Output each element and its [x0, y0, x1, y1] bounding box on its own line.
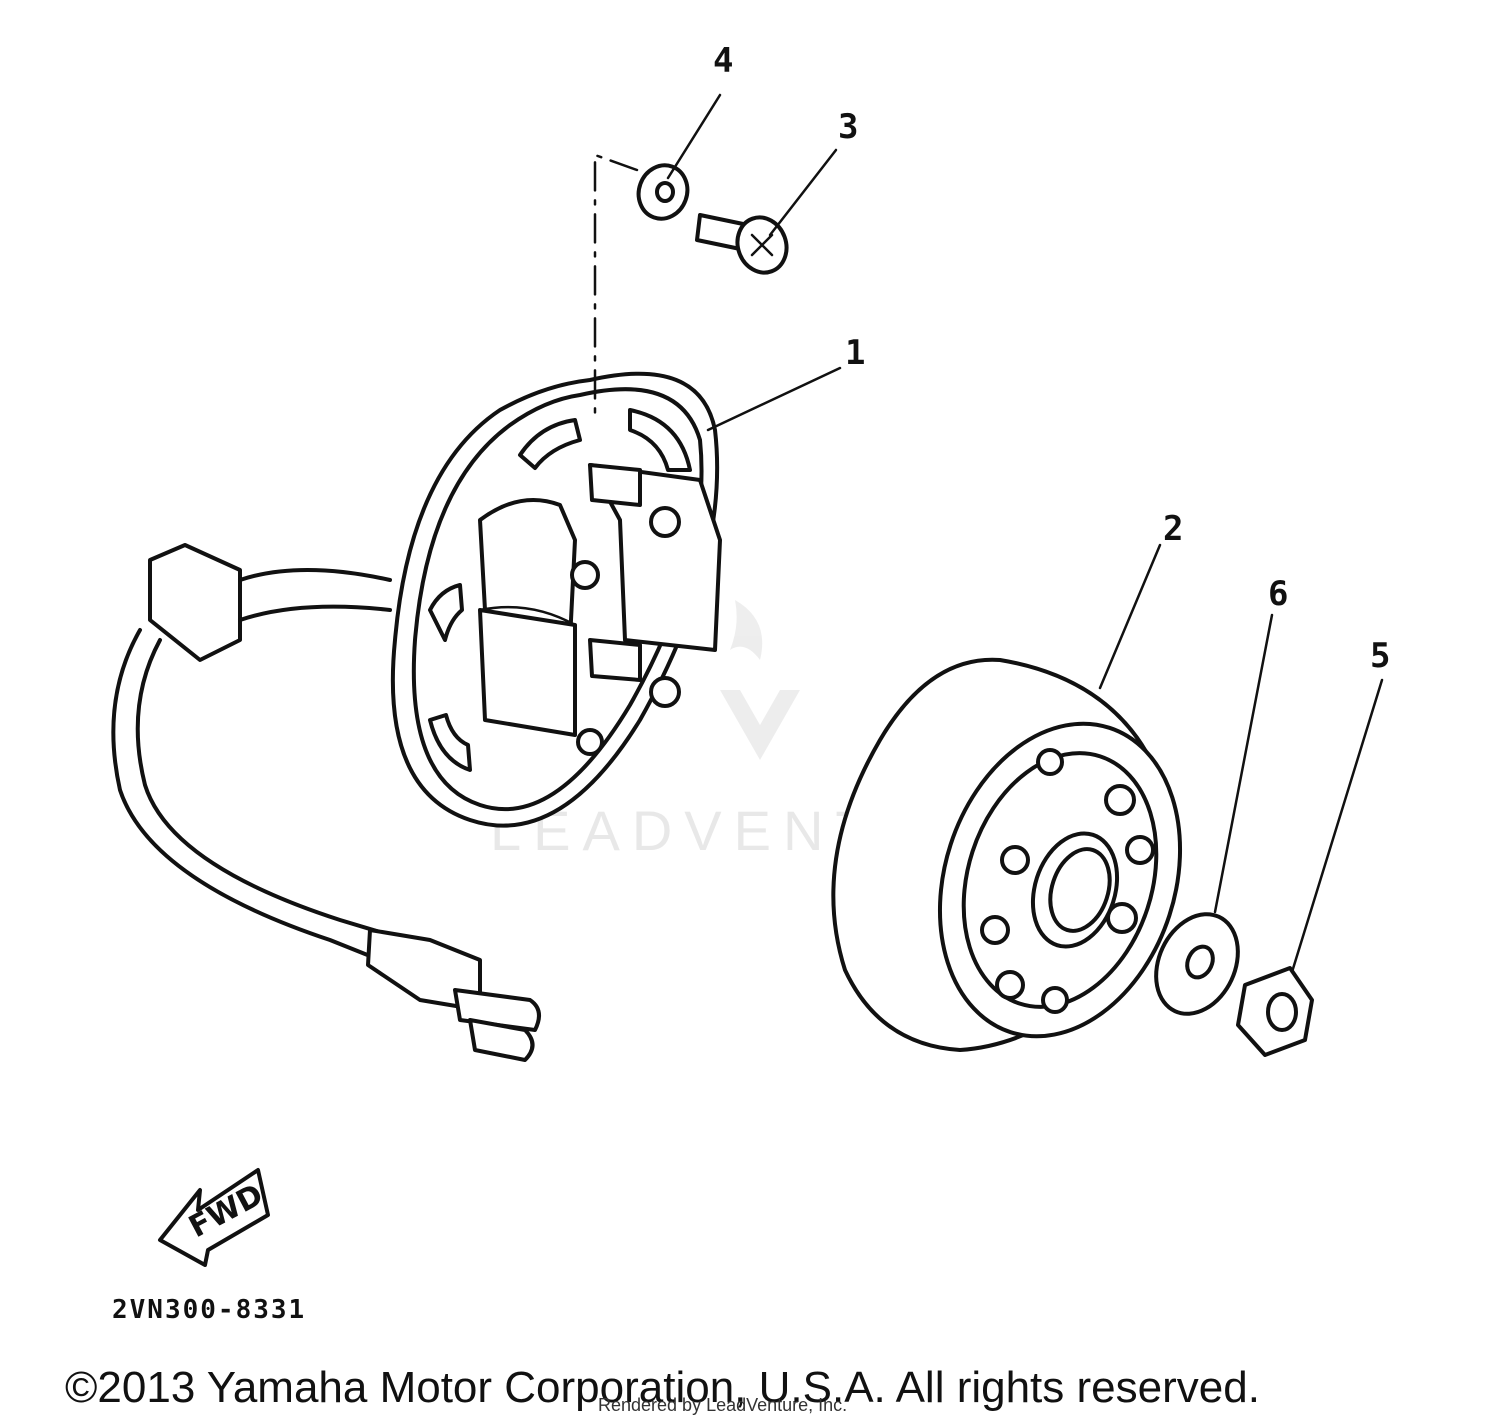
stator-assembly — [111, 371, 722, 1062]
washer-part-6 — [1154, 912, 1240, 1016]
rendered-by-text: Rendered by LeadVenture, Inc. — [598, 1395, 847, 1415]
leader-lines — [666, 93, 1384, 974]
flywheel-rotor-part-2 — [831, 657, 1183, 1052]
callout-3: 3 — [838, 107, 858, 147]
alignment-dashed-line — [593, 153, 639, 422]
callout-4: 4 — [713, 41, 733, 81]
callout-1: 1 — [845, 333, 865, 373]
washer-part-4 — [636, 163, 690, 221]
callout-5: 5 — [1370, 636, 1390, 676]
callout-6: 6 — [1268, 574, 1288, 614]
diagram-code: 2VN300-8331 — [112, 1295, 306, 1325]
fwd-arrow-icon: FWD — [158, 1168, 270, 1267]
callout-2: 2 — [1163, 509, 1183, 549]
copyright-text: ©2013 Yamaha Motor Corporation, U.S.A. A… — [65, 1363, 1260, 1412]
nut-part-5 — [1236, 966, 1314, 1057]
